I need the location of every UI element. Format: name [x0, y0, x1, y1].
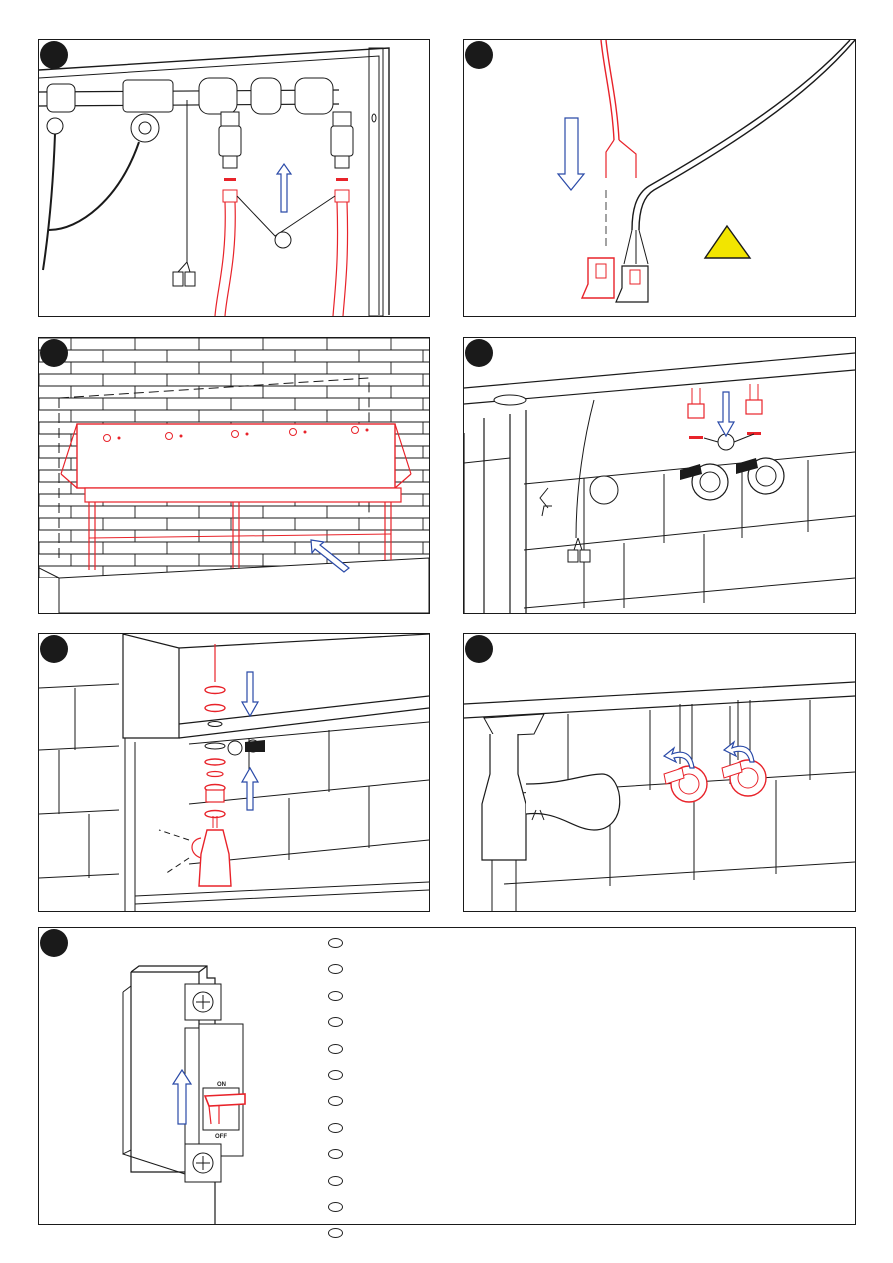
panel-1-illustration: [39, 40, 429, 316]
arrow-up-icon: [242, 768, 258, 810]
panel-3-illustration: [39, 338, 429, 613]
panel-step-2: [463, 39, 856, 317]
legend-marker: [328, 1044, 343, 1054]
legend-marker: [328, 1070, 343, 1080]
step-number-marker: [40, 41, 68, 69]
legend-marker: [328, 1096, 343, 1106]
legend-marker: [328, 1149, 343, 1159]
panel-step-3: [38, 337, 430, 614]
arrow-down-icon: [718, 392, 734, 436]
legend-marker: [328, 991, 343, 1001]
circuit-breaker-illustration: ON OFF: [39, 928, 855, 1224]
legend-marker: [328, 964, 343, 974]
panel-2-illustration: [464, 40, 855, 316]
legend-marker: [328, 1123, 343, 1133]
step-number-marker: [465, 339, 493, 367]
arrow-down-icon: [242, 672, 258, 716]
legend-marker: [328, 1017, 343, 1027]
panel-5-illustration: [39, 634, 429, 911]
arrow-up-icon: [277, 164, 291, 212]
legend-marker: [328, 938, 343, 948]
legend-marker: [328, 1228, 343, 1238]
warning-triangle-icon: [705, 226, 750, 258]
breaker-toggle: [205, 1094, 245, 1106]
step-number-marker: [40, 635, 68, 663]
panel-6-illustration: [464, 634, 855, 911]
panel-step-5: [38, 633, 430, 912]
legend-list: [328, 938, 343, 1255]
panel-step-7: ON OFF: [38, 927, 856, 1225]
step-number-marker: [40, 339, 68, 367]
step-number-marker: [40, 929, 68, 957]
step-number-marker: [465, 41, 493, 69]
panel-step-4: [463, 337, 856, 614]
rotate-arrow-icon: [664, 748, 694, 768]
panel-4-illustration: [464, 338, 855, 613]
panel-step-1: [38, 39, 430, 317]
legend-marker: [328, 1176, 343, 1186]
breaker-on-label: ON: [217, 1082, 226, 1088]
breaker-off-label: OFF: [215, 1134, 227, 1140]
legend-marker: [328, 1202, 343, 1212]
step-number-marker: [465, 635, 493, 663]
panel-step-6: [463, 633, 856, 912]
arrow-down-icon: [558, 118, 584, 190]
